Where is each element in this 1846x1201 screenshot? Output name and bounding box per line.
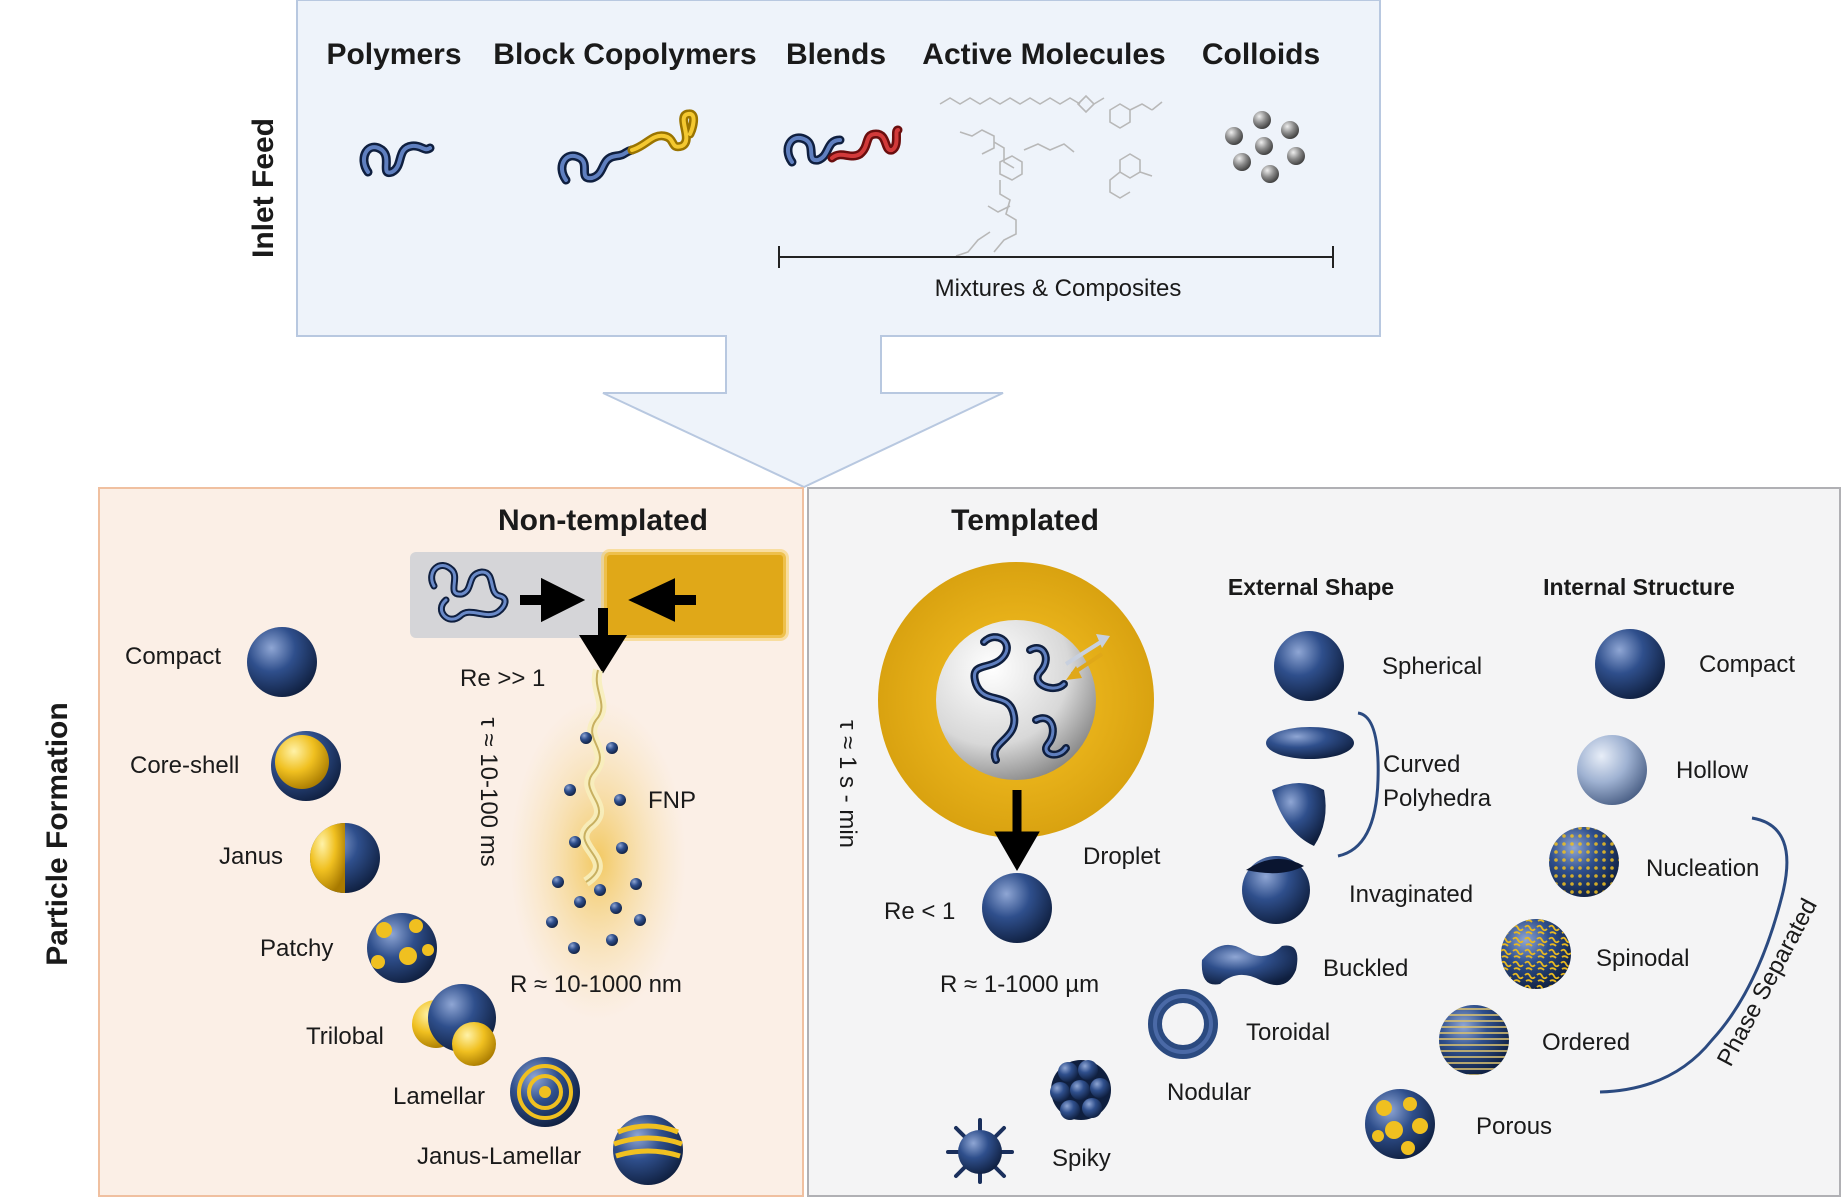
ordered-structure-icon: [1439, 1005, 1509, 1075]
droplet-icon: [878, 562, 1154, 838]
compact-particle-icon: [247, 627, 317, 697]
nodular-shape-icon: [1050, 1060, 1111, 1120]
spinodal-structure-icon: [1501, 919, 1571, 989]
spherical-label: Spherical: [1382, 653, 1482, 680]
janus-particle-icon: [310, 823, 380, 893]
morph-janus-label: Janus: [219, 843, 283, 870]
nodular-label: Nodular: [1167, 1079, 1251, 1106]
invaginated-label: Invaginated: [1349, 881, 1473, 908]
particle-formation-label: Particle Formation: [41, 702, 74, 965]
hollow-label: Hollow: [1676, 757, 1749, 784]
spiky-label: Spiky: [1052, 1145, 1111, 1172]
tau-fnp-label: τ ≈ 10-100 ms: [475, 717, 502, 866]
spiky-shape-icon: [946, 1118, 1014, 1184]
down-arrow-icon: [578, 608, 628, 674]
nucleation-structure-icon: [1549, 827, 1619, 897]
column-blends: Blends: [786, 38, 886, 71]
fnp-jet: [510, 668, 686, 1020]
non-templated-title: Non-templated: [498, 504, 708, 537]
mixtures-composites-label: Mixtures & Composites: [935, 275, 1182, 302]
external-shape-title: External Shape: [1228, 574, 1394, 600]
morph-trilobal-label: Trilobal: [306, 1023, 384, 1050]
re-low-label: Re < 1: [884, 898, 955, 925]
spherical-shape-icon: [1274, 631, 1344, 701]
morph-lamellar-label: Lamellar: [393, 1083, 485, 1110]
curved-polyhedra-lens-icon: [1272, 783, 1326, 846]
re-high-label: Re >> 1: [460, 665, 545, 692]
morph-janus-lamellar-label: Janus-Lamellar: [417, 1143, 581, 1170]
colloids-icon: [1225, 111, 1305, 183]
janus-lamellar-particle-icon: [613, 1115, 683, 1185]
inlet-feed-panel: Inlet Feed Polymers Block Copolymers Ble…: [247, 0, 1381, 489]
non-templated-panel: Non-templated Re >> 1: [98, 487, 804, 1197]
patchy-particle-icon: [367, 913, 437, 983]
right-arrow-icon: [520, 577, 586, 623]
curved-label: Curved: [1383, 751, 1460, 778]
ordered-label: Ordered: [1542, 1029, 1630, 1056]
toroidal-label: Toroidal: [1246, 1019, 1330, 1046]
mixtures-bracket: [778, 246, 1334, 268]
buckled-shape-icon: [1201, 944, 1298, 986]
column-colloids: Colloids: [1202, 38, 1320, 71]
block-copolymer-icon: [557, 109, 699, 185]
morph-compact-label: Compact: [125, 643, 221, 670]
buckled-label: Buckled: [1323, 955, 1408, 982]
fnp-label: FNP: [648, 787, 696, 814]
porous-label: Porous: [1476, 1113, 1552, 1140]
curved-polyhedra-bracket: [1337, 711, 1380, 858]
templated-panel: Templated τ ≈ 1 s - min Droplet Re < 1 R…: [807, 487, 1841, 1197]
polyhedra-label: Polyhedra: [1383, 785, 1492, 812]
phase-separated-bracket: [1599, 816, 1789, 1094]
invaginated-shape-icon: [1242, 856, 1310, 924]
curved-polyhedra-disc-icon: [1266, 727, 1354, 759]
radius-um-label: R ≈ 1-1000 µm: [940, 971, 1099, 998]
nucleation-label: Nucleation: [1646, 855, 1759, 882]
templated-particle-icon: [982, 873, 1052, 943]
trilobal-particle-icon: [412, 984, 496, 1066]
compact-structure-icon: [1595, 629, 1665, 699]
templated-title: Templated: [951, 504, 1099, 537]
hollow-structure-icon: [1577, 735, 1647, 805]
droplet-label: Droplet: [1083, 843, 1161, 870]
left-arrow-icon: [628, 578, 696, 622]
tau-templated-label: τ ≈ 1 s - min: [834, 720, 861, 848]
morph-core-shell-label: Core-shell: [130, 752, 239, 779]
mixing-channel: [410, 549, 789, 674]
inlet-feed-label: Inlet Feed: [247, 118, 280, 258]
column-active-molecules: Active Molecules: [922, 38, 1165, 71]
droplet-down-arrow-icon: [994, 790, 1040, 872]
core-shell-particle-icon: [271, 731, 341, 801]
blend-icon: [783, 125, 903, 167]
morph-patchy-label: Patchy: [260, 935, 333, 962]
internal-structure-title: Internal Structure: [1543, 574, 1735, 600]
lamellar-particle-icon: [510, 1057, 580, 1127]
radius-nm-label: R ≈ 10-1000 nm: [510, 971, 682, 998]
toroidal-shape-icon: [1148, 989, 1218, 1059]
spinodal-label: Spinodal: [1596, 945, 1689, 972]
active-molecules-icon: [939, 94, 1163, 257]
porous-structure-icon: [1365, 1089, 1435, 1159]
column-polymers: Polymers: [326, 38, 461, 71]
compact-structure-label: Compact: [1699, 651, 1795, 678]
column-block-copolymers: Block Copolymers: [493, 38, 756, 71]
inlet-feed-arrow-box: [296, 0, 1381, 489]
